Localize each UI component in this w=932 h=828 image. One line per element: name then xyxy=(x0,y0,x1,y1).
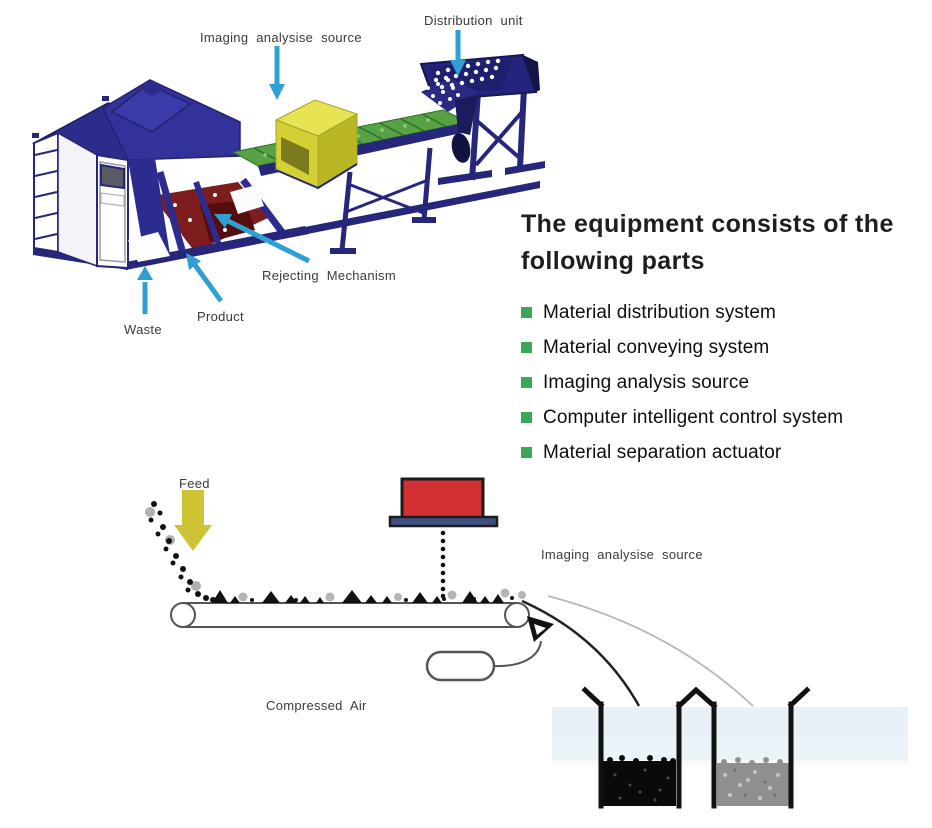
product-bin-fill xyxy=(717,763,789,806)
label-rejecting-mechanism: Rejecting Mechanism xyxy=(262,268,396,283)
arrow-product xyxy=(186,253,224,303)
label-imaging-source-top: Imaging analysise source xyxy=(200,30,362,45)
parts-item: Imaging analysis source xyxy=(521,365,926,400)
feed-stream xyxy=(145,501,216,603)
air-tank xyxy=(425,650,496,682)
label-compressed-air: Compressed Air xyxy=(266,698,367,713)
camera-unit xyxy=(388,477,499,599)
parts-item-label: Computer intelligent control system xyxy=(543,406,844,428)
parts-item-label: Imaging analysis source xyxy=(543,371,750,393)
bullet-square-icon xyxy=(521,412,532,423)
label-imaging-source-bottom: Imaging analysise source xyxy=(541,547,703,562)
bullet-square-icon xyxy=(521,342,532,353)
parts-section: The equipment consists of the following … xyxy=(521,206,926,470)
parts-heading-line2: following parts xyxy=(521,247,705,275)
process-schematic xyxy=(145,477,908,809)
parts-item: Material conveying system xyxy=(521,330,926,365)
cabinet-screen xyxy=(100,163,125,190)
imaging-box-graphic xyxy=(274,99,359,190)
label-waste: Waste xyxy=(124,322,162,337)
arrow-distribution-unit xyxy=(450,30,466,76)
bullet-square-icon xyxy=(521,447,532,458)
parts-heading-line1: The equipment consists of the xyxy=(521,210,894,238)
parts-list: Material distribution system Material co… xyxy=(521,295,926,470)
belt-material xyxy=(212,588,526,603)
parts-item: Material separation actuator xyxy=(521,435,926,470)
parts-item-label: Material distribution system xyxy=(543,301,776,323)
waste-trajectory xyxy=(521,599,641,707)
label-distribution-unit: Distribution unit xyxy=(424,13,523,28)
parts-item-label: Material separation actuator xyxy=(543,441,782,463)
feed-arrow xyxy=(174,490,212,551)
distribution-unit-graphic xyxy=(419,53,545,185)
label-product: Product xyxy=(197,309,244,324)
conveyor-belt xyxy=(170,602,530,628)
waste-bin-fill xyxy=(603,761,676,806)
air-hose xyxy=(493,640,542,668)
parts-item: Material distribution system xyxy=(521,295,926,330)
scan-beam-dots xyxy=(440,530,446,599)
bullet-square-icon xyxy=(521,307,532,318)
product-trajectory xyxy=(547,595,754,707)
machine-illustration xyxy=(31,53,545,270)
parts-heading: The equipment consists of the following … xyxy=(521,206,926,280)
label-feed: Feed xyxy=(179,476,210,491)
collection-bins xyxy=(581,686,811,809)
bullet-square-icon xyxy=(521,377,532,388)
arrow-imaging-source xyxy=(269,46,285,100)
parts-item-label: Material conveying system xyxy=(543,336,770,358)
arrow-waste xyxy=(137,266,153,314)
air-nozzle xyxy=(527,616,554,642)
parts-item: Computer intelligent control system xyxy=(521,400,926,435)
arrow-rejecting-mechanism xyxy=(214,214,311,264)
callout-arrows xyxy=(137,30,466,314)
